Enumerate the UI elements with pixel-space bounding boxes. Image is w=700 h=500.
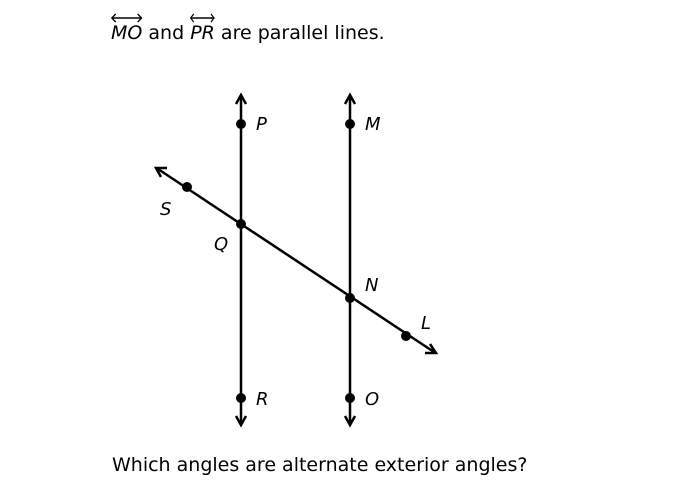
- arrow-icon: [234, 92, 248, 105]
- arrow-icon: [153, 166, 167, 178]
- transversal-sl: [157, 167, 435, 354]
- point-s: [182, 182, 192, 192]
- label-m: M: [365, 114, 381, 135]
- point-n: [345, 293, 355, 303]
- point-p: [236, 119, 246, 129]
- arrow-icon: [343, 415, 357, 428]
- label-p: P: [256, 114, 267, 135]
- line-arrow-icon: [190, 13, 215, 23]
- label-o: O: [365, 389, 379, 410]
- question-text: Which angles are alternate exterior angl…: [112, 454, 528, 476]
- label-l: L: [421, 313, 431, 334]
- arrow-icon: [343, 92, 357, 105]
- label-s: S: [160, 199, 171, 220]
- line-mo: MO: [111, 13, 143, 44]
- point-m: [345, 119, 355, 129]
- problem-statement: MO and PR are parallel lines.: [111, 13, 385, 44]
- point-o: [345, 393, 355, 403]
- arrow-icon: [425, 343, 439, 355]
- point-r: [236, 393, 246, 403]
- point-q: [236, 219, 246, 229]
- point-l: [401, 331, 411, 341]
- label-n: N: [365, 275, 378, 296]
- arrow-icon: [234, 415, 248, 428]
- line-arrow-icon: [111, 13, 143, 23]
- label-r: R: [256, 389, 269, 410]
- label-q: Q: [214, 234, 228, 255]
- line-pr: PR: [190, 13, 215, 44]
